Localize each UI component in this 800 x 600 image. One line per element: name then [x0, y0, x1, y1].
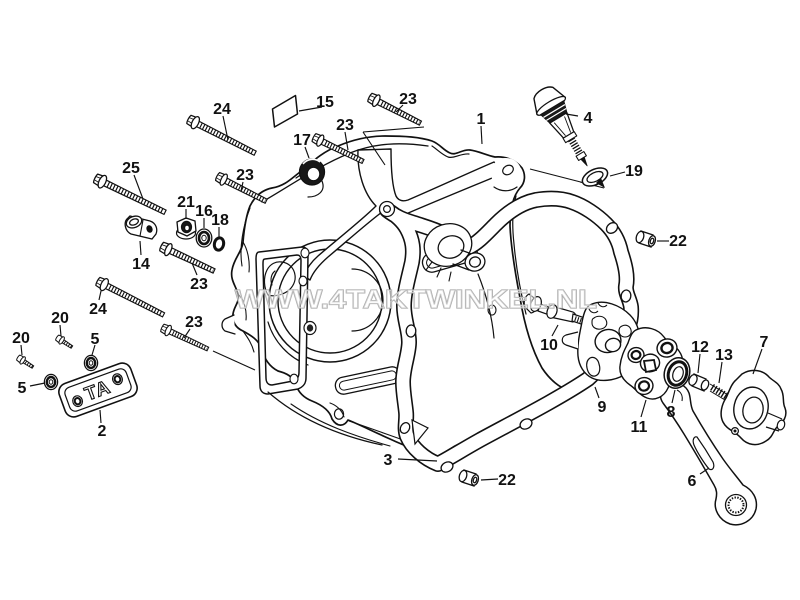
- svg-text:13: 13: [715, 347, 733, 364]
- svg-text:6: 6: [688, 473, 697, 490]
- svg-text:2: 2: [98, 423, 107, 440]
- svg-text:9: 9: [598, 399, 607, 416]
- svg-text:19: 19: [625, 163, 643, 180]
- svg-text:4: 4: [584, 110, 593, 127]
- svg-text:20: 20: [12, 330, 30, 347]
- svg-text:17: 17: [293, 132, 311, 149]
- svg-text:21: 21: [177, 194, 195, 211]
- svg-text:12: 12: [691, 339, 709, 356]
- svg-text:23: 23: [236, 167, 254, 184]
- svg-text:23: 23: [336, 117, 354, 134]
- svg-text:24: 24: [89, 301, 107, 318]
- svg-text:18: 18: [211, 212, 229, 229]
- svg-text:WWW.4TAKTWINKEL.NL: WWW.4TAKTWINKEL.NL: [235, 284, 597, 314]
- svg-text:3: 3: [384, 452, 393, 469]
- svg-text:5: 5: [91, 331, 100, 348]
- svg-text:23: 23: [190, 276, 208, 293]
- svg-text:25: 25: [122, 160, 140, 177]
- svg-text:24: 24: [213, 101, 231, 118]
- svg-text:15: 15: [316, 94, 334, 111]
- svg-text:23: 23: [185, 314, 203, 331]
- svg-text:20: 20: [51, 310, 69, 327]
- svg-text:1: 1: [477, 111, 486, 128]
- svg-text:14: 14: [132, 256, 150, 273]
- svg-text:22: 22: [498, 472, 516, 489]
- svg-text:11: 11: [631, 419, 648, 436]
- svg-text:23: 23: [399, 91, 417, 108]
- svg-text:7: 7: [760, 334, 769, 351]
- svg-text:16: 16: [195, 203, 213, 220]
- svg-text:5: 5: [18, 380, 27, 397]
- svg-text:8: 8: [667, 404, 676, 421]
- svg-text:10: 10: [540, 337, 558, 354]
- svg-text:22: 22: [669, 233, 687, 250]
